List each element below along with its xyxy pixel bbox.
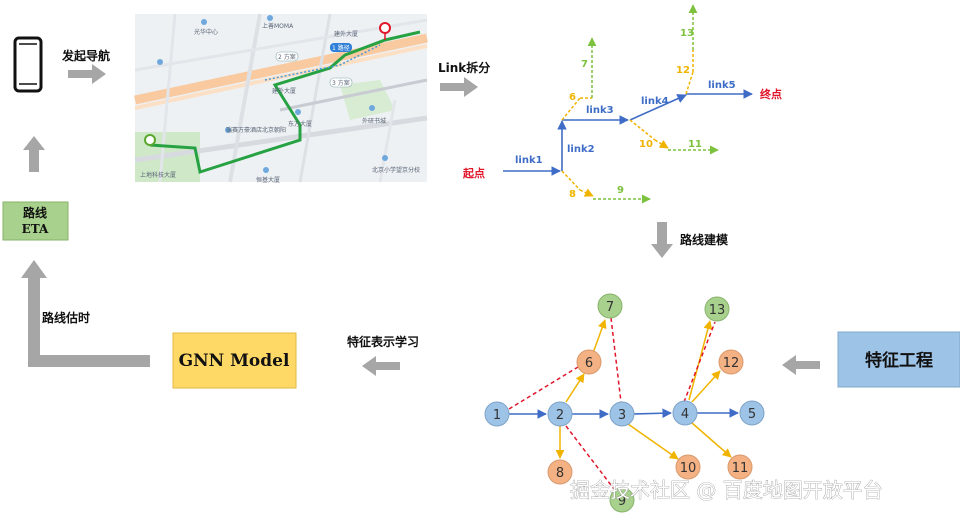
graph-node-8: 8 bbox=[547, 459, 573, 485]
map-label-0: 光华中心 bbox=[194, 28, 218, 36]
branch-label-10: 10 bbox=[639, 139, 653, 150]
graph-node-10: 10 bbox=[675, 454, 701, 480]
arrow-to-link-split bbox=[440, 77, 478, 97]
graph-node-label: 10 bbox=[680, 461, 697, 476]
label-feature-learning: 特征表示学习 bbox=[347, 334, 419, 349]
arrow-to-phone bbox=[23, 136, 45, 172]
arrow-to-map bbox=[68, 64, 106, 84]
graph-node-7: 7 bbox=[597, 293, 623, 319]
link-label-2: link2 bbox=[567, 144, 595, 155]
graph-node-label: 1 bbox=[493, 408, 501, 423]
branch-label-6: 6 bbox=[569, 92, 576, 103]
map-label-4: 瑞赛万豪酒店北京朝阳 bbox=[226, 126, 286, 134]
label-route-modeling: 路线建模 bbox=[680, 232, 729, 247]
graph-node-5: 5 bbox=[739, 400, 765, 426]
label-link-split: Link拆分 bbox=[438, 60, 490, 75]
graph-node-label: 8 bbox=[556, 466, 564, 481]
gnn-model-box: GNN Model bbox=[172, 332, 297, 389]
graph-node-2: 2 bbox=[547, 401, 573, 427]
end-label: 终点 bbox=[760, 87, 782, 101]
map-marker-3: 3 方案 bbox=[332, 79, 350, 87]
graph-node-4: 4 bbox=[672, 400, 698, 426]
graph-node-label: 12 bbox=[723, 356, 740, 371]
graph-node-label: 9 bbox=[618, 494, 626, 509]
graph-node-13: 13 bbox=[704, 296, 730, 322]
arrow-route-estimation bbox=[21, 260, 150, 367]
map-label-9: 北京小学望京分校 bbox=[372, 166, 420, 174]
link-label-1: link1 bbox=[515, 155, 543, 166]
branch-label-13: 13 bbox=[680, 28, 694, 39]
graph-node-12: 12 bbox=[718, 349, 744, 375]
link-label-5: link5 bbox=[708, 80, 736, 91]
map-label-1: 上善MOMA bbox=[262, 22, 294, 30]
graph-node-label: 7 bbox=[606, 300, 614, 315]
map-label-6: 外研书城 bbox=[362, 117, 386, 125]
map-label-2: 建外大厦 bbox=[334, 30, 358, 38]
phone-icon bbox=[13, 36, 43, 93]
gnn-graph: 1 2 3 4 5 6 7 8 9 10 11 12 13 bbox=[484, 293, 765, 513]
graph-node-11: 11 bbox=[727, 454, 753, 480]
graph-node-label: 3 bbox=[618, 408, 626, 423]
map-label-8: 恒基大厦 bbox=[256, 176, 280, 184]
branch-label-8: 8 bbox=[569, 189, 576, 200]
gnn-model-label: GNN Model bbox=[179, 351, 290, 371]
feature-engineering-label: 特征工程 bbox=[865, 350, 933, 371]
branch-label-7: 7 bbox=[581, 59, 588, 70]
start-label: 起点 bbox=[462, 166, 485, 180]
graph-node-label: 13 bbox=[709, 303, 726, 318]
watermark: 掘金技术社区 @ 百度地图开放平台 bbox=[570, 478, 883, 502]
graph-node-1: 1 bbox=[484, 401, 510, 427]
label-start-navigation: 发起导航 bbox=[61, 48, 110, 63]
route-eta-line2: ETA bbox=[22, 222, 49, 236]
graph-node-label: 11 bbox=[732, 461, 749, 476]
graph-node-3: 3 bbox=[609, 401, 635, 427]
arrow-to-gnn bbox=[362, 356, 400, 376]
map-marker-2: 2 方案 bbox=[278, 53, 296, 61]
branch-label-12: 12 bbox=[676, 65, 690, 76]
arrow-from-feature bbox=[782, 355, 820, 375]
link-label-4: link4 bbox=[641, 96, 669, 107]
map-label-5: 东方大厦 bbox=[288, 120, 312, 128]
link-graph: 起点 终点 link1 link2 link3 link4 link5 6 7 … bbox=[462, 4, 782, 204]
arrow-route-modeling bbox=[651, 222, 673, 258]
graph-node-label: 4 bbox=[681, 407, 689, 422]
graph-node-label: 6 bbox=[585, 356, 593, 371]
graph-node-label: 2 bbox=[556, 408, 564, 423]
graph-node-label: 5 bbox=[748, 407, 756, 422]
map-label-7: 上地科技大厦 bbox=[140, 171, 176, 179]
feature-engineering-box: 特征工程 bbox=[837, 331, 960, 388]
graph-node-9: 9 bbox=[609, 487, 635, 513]
route-eta-line1: 路线 bbox=[23, 205, 47, 220]
branch-label-9: 9 bbox=[617, 185, 624, 196]
link-label-3: link3 bbox=[586, 105, 614, 116]
map-label-3: 建外大厦 bbox=[272, 87, 296, 95]
graph-node-6: 6 bbox=[576, 349, 602, 375]
map-thumbnail: 1 路径 3 方案 2 方案 光华中心 上善MOMA 建外大厦 建外大厦 瑞赛万… bbox=[134, 13, 428, 184]
route-eta-box: 路线 ETA bbox=[2, 201, 69, 241]
label-route-estimation: 路线估时 bbox=[42, 310, 90, 325]
branch-label-11: 11 bbox=[688, 139, 702, 150]
map-marker-1: 1 路径 bbox=[332, 44, 350, 52]
